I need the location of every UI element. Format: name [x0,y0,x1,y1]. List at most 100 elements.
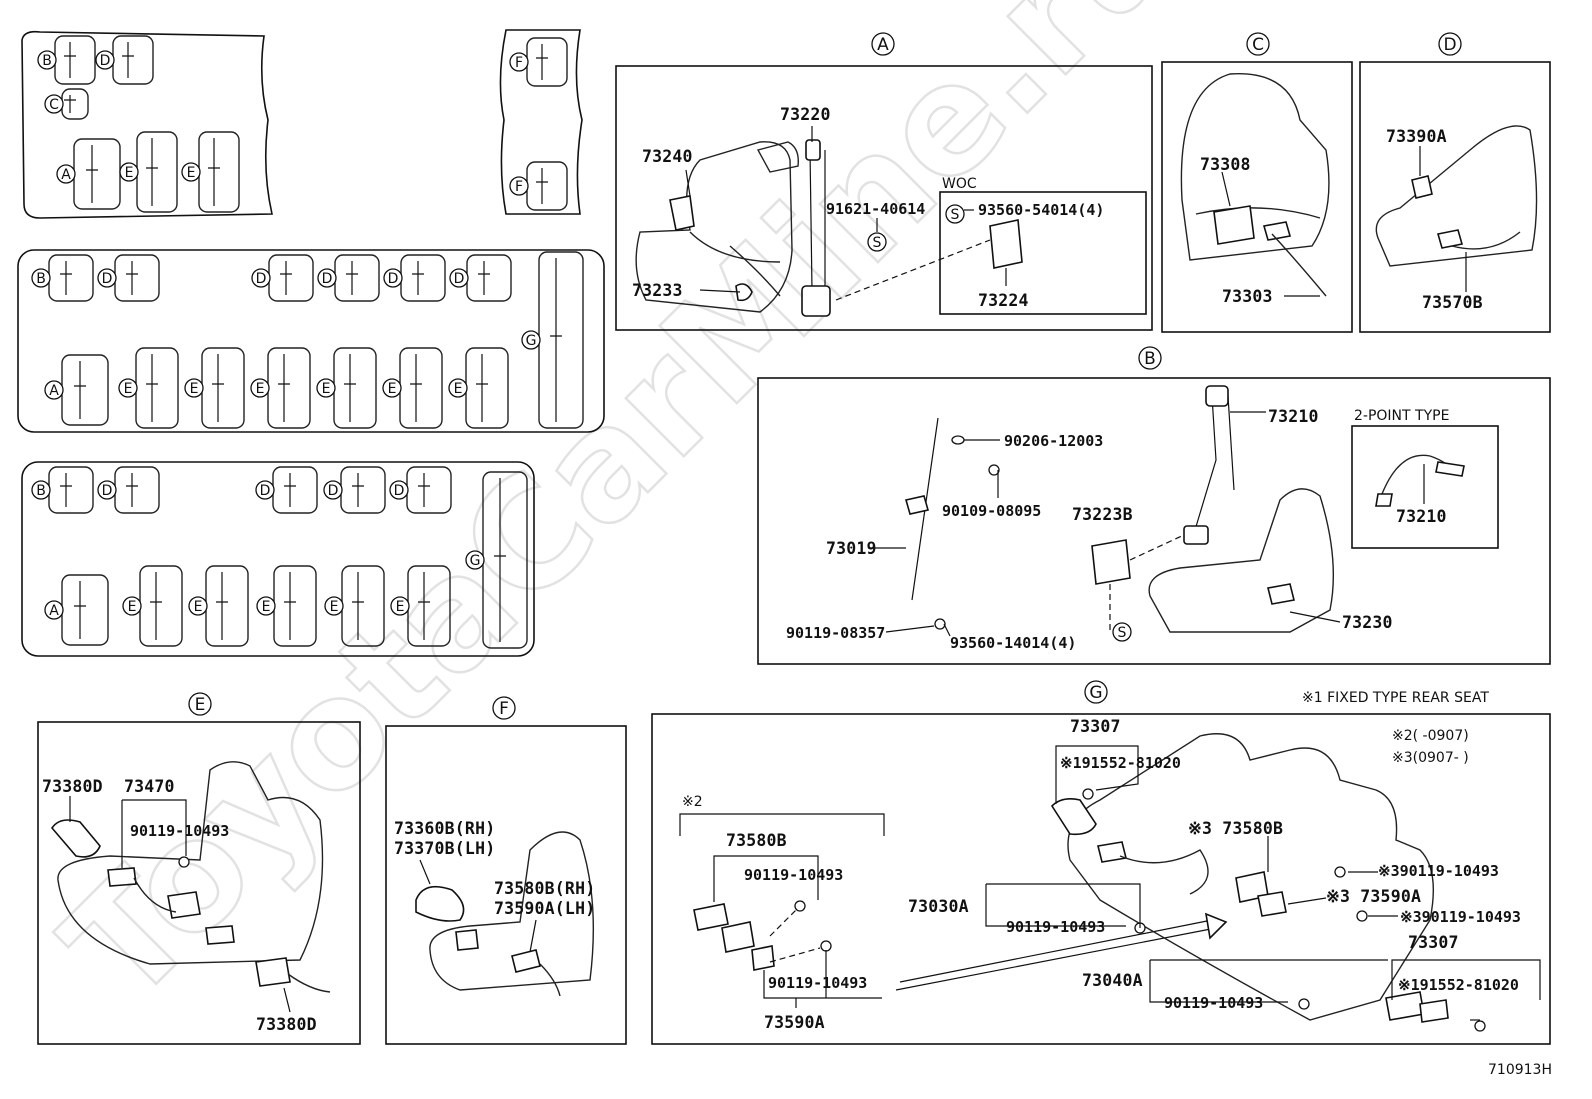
layout-seat-letter: E [256,381,265,397]
layout-seat-letter: D [102,271,113,287]
part-73030a: 73030A [908,897,969,916]
layout-seat-g: G [521,251,584,429]
layout-seat-d: D [251,254,314,302]
layout-seat-b: B [37,35,96,85]
woc-label: WOC [942,176,977,192]
layout-seat-g: G [465,471,528,649]
part-73580b-g-right: ※3 73580B [1188,819,1283,838]
part-90206-12003: 90206-12003 [1004,432,1103,450]
panel-g: G ※1 FIXED TYPE REAR SEAT ※2( -0907) ※3(… [651,680,1551,1045]
part-90119-10493-e: 90119-10493 [130,822,229,840]
layout-seat-a: A [44,354,109,426]
part-73590a-f: 73590A(LH) [494,899,595,918]
part-73307-bottom: 73307 [1408,933,1459,952]
part-73570b: 73570B [1422,293,1483,312]
panel-d: D 73390A 73570B [1359,32,1551,333]
layout-seat-letter: D [100,53,111,69]
layout-seat-letter: B [42,53,52,69]
layout-seat-letter: E [396,599,405,615]
layout-seat-e: E [122,565,183,647]
layout-seat-d: D [317,254,380,302]
panel-d-title: D [1443,35,1456,55]
part-73307-top: 73307 [1070,717,1121,736]
layout-seat-letter: E [187,165,196,181]
layout-seat-letter: G [526,333,537,349]
part-93560-14014: 93560-14014(4) [950,634,1076,652]
layout-seat-letter: D [260,483,271,499]
svg-text:S: S [1118,625,1127,641]
layout-seat-e: E [181,131,240,213]
part-90119-10493-g2: 90119-10493 [768,974,867,992]
layout-seat-letter: F [515,179,523,195]
layout-seat-letter: G [470,553,481,569]
panel-e: E 73380D 73470 90119-10493 73380D [37,692,361,1045]
part-73590a-g-right: ※3 73590A [1326,887,1421,906]
layout-seat-e: E [390,565,451,647]
layout-seat-d: D [97,466,160,514]
layout-seat-letter: D [328,483,339,499]
layout-seat-letter: E [128,599,137,615]
layout-seat-a: A [44,574,109,646]
part-73240: 73240 [642,147,693,166]
layout-seat-a: A [56,138,121,210]
part-73590a-g-left: 73590A [764,1013,825,1032]
layout-seat-letter: F [515,55,523,71]
part-73390a: 73390A [1386,127,1447,146]
figure-code: 710913H [1488,1062,1552,1078]
layout-seat-letter: E [330,599,339,615]
svg-text:S: S [951,207,960,223]
layout-seat-e: E [256,565,317,647]
layout-seat-letter: A [49,603,59,619]
part-90119-10493-g5: ※390119-10493 [1400,908,1521,926]
layout-seat-e: E [382,347,443,429]
layout-seat-letter: D [454,271,465,287]
part-73220: 73220 [780,105,831,124]
layout-seat-letter: E [194,599,203,615]
note-2: ※2( -0907) [1392,728,1469,744]
note-3: ※3(0907- ) [1392,750,1469,766]
layout-seat-d: D [95,35,154,85]
layout-seat-c: C [44,88,89,120]
layout-seat-letter: D [394,483,405,499]
panel-a: A S S 73220 73240 91621-40614 WOC 93560-… [615,32,1153,331]
layout-seat-e: E [324,565,385,647]
part-191552-81020-bottom: ※191552-81020 [1398,976,1519,994]
layout-seat-letter: E [262,599,271,615]
panel-g-title: G [1089,683,1102,703]
layout-seat-d: D [389,466,452,514]
panel-a-title: A [877,35,889,55]
part-73224: 73224 [978,291,1029,310]
two-point-type-label: 2-POINT TYPE [1354,408,1449,424]
layout-seat-e: E [188,565,249,647]
part-90119-10493-g6: 90119-10493 [1164,994,1263,1012]
layout-seat-letter: E [190,381,199,397]
layout-seat-b: B [31,254,94,302]
layout-seat-letter: E [124,381,133,397]
layout-seat-letter: A [49,383,59,399]
panel-f: F 73360B(RH) 73370B(LH) 73580B(RH) 73590… [385,696,627,1045]
part-73019: 73019 [826,539,877,558]
part-90119-10493-g1: 90119-10493 [744,866,843,884]
layout-seat-e: E [448,347,509,429]
layout-seat-letter: E [322,381,331,397]
svg-text:S: S [873,235,882,251]
part-73370b: 73370B(LH) [394,839,495,858]
layout-seat-d: D [449,254,512,302]
layout-seat-f: F [509,161,568,211]
part-73380d-bottom: 73380D [256,1015,317,1034]
layout-seat-letter: E [454,381,463,397]
layout-seat-e: E [250,347,311,429]
panel-c-title: C [1252,35,1264,55]
layout-seat-letter: B [36,483,46,499]
layout-seat-d: D [97,254,160,302]
part-73580b-g-left: 73580B [726,831,787,850]
layout-seat-d: D [255,466,318,514]
panel-b: B S 73210 2-POINT TYPE 7 [757,346,1551,665]
layout-seat-letter: A [61,167,71,183]
layout-seat-e: E [118,347,179,429]
part-90119-08357: 90119-08357 [786,624,885,642]
part-191552-81020-top: ※191552-81020 [1060,754,1181,772]
part-73230: 73230 [1342,613,1393,632]
layout-seat-letter: D [388,271,399,287]
